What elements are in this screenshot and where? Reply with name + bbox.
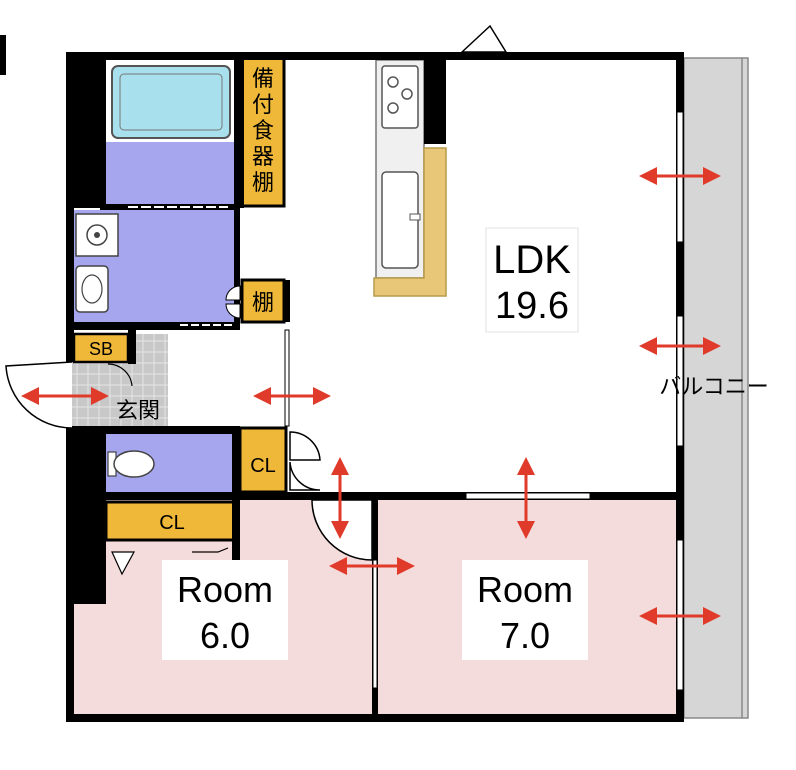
cupboard-label-1: 備: [252, 67, 274, 92]
wall-closet-edge: [232, 428, 240, 604]
entry-door-swing: [107, 363, 133, 387]
wall-entry-bottom: [72, 426, 240, 434]
cupboard-label-4: 器: [252, 145, 274, 170]
wall-bath-right: [234, 58, 244, 208]
wall-hall-right: [284, 280, 290, 322]
ventilation-arrows: [21, 167, 721, 625]
closet-long: [104, 500, 240, 542]
room-left-label-box: [162, 560, 288, 660]
cupboard-label-3: 食: [252, 119, 274, 144]
ldk-label-box: [485, 227, 579, 333]
kitchen-pillar: [424, 58, 446, 144]
shelf: [240, 278, 286, 324]
room-left-name: Room: [177, 569, 273, 610]
wall-toilet-bottom: [100, 492, 290, 500]
closet-small-label: CL: [250, 455, 276, 477]
room-right-label-box: [462, 560, 588, 660]
ldk-name: LDK: [493, 238, 571, 282]
toilet-bowl: [113, 450, 155, 478]
sliding-door-rooms: [372, 559, 378, 689]
balcony-label: バルコニー: [659, 375, 769, 400]
entrance-label: 玄関: [116, 399, 160, 424]
cupboard-label-5: 棚: [252, 171, 274, 196]
wall-left-thick-bottom: [66, 428, 106, 604]
room-left-size: 6.0: [200, 615, 250, 656]
sliding-door-ldk-room: [465, 492, 591, 500]
cupboard: [240, 56, 286, 208]
closet-long-door: [111, 551, 136, 576]
ldk-size: 19.6: [495, 285, 569, 327]
closet-long-label: CL: [159, 512, 185, 534]
ldk-floor: [238, 58, 678, 498]
wall-left-thick-top: [66, 52, 106, 208]
edge-fragment: [0, 35, 6, 75]
shelf-door: [225, 285, 241, 301]
wall-top: [66, 52, 684, 60]
shelf-label: 棚: [252, 291, 274, 316]
room-right-name: Room: [477, 569, 573, 610]
counter-peninsula: [373, 147, 447, 297]
closet-door: [289, 431, 321, 461]
wall-sb-right: [128, 330, 136, 364]
bathroom-floor: [106, 142, 240, 204]
hallway-floor: [168, 330, 238, 430]
wall-wash-bottom: [72, 322, 240, 330]
cooktop: [381, 65, 419, 129]
wall-wash-right: [234, 208, 240, 326]
cupboard-label-2: 付: [252, 93, 274, 118]
top-door: [460, 24, 508, 53]
shoe-box-label: SB: [89, 339, 113, 359]
room-right-size: 7.0: [500, 615, 550, 656]
window-ldk-2: [676, 315, 684, 447]
hall-opening: [284, 329, 290, 427]
